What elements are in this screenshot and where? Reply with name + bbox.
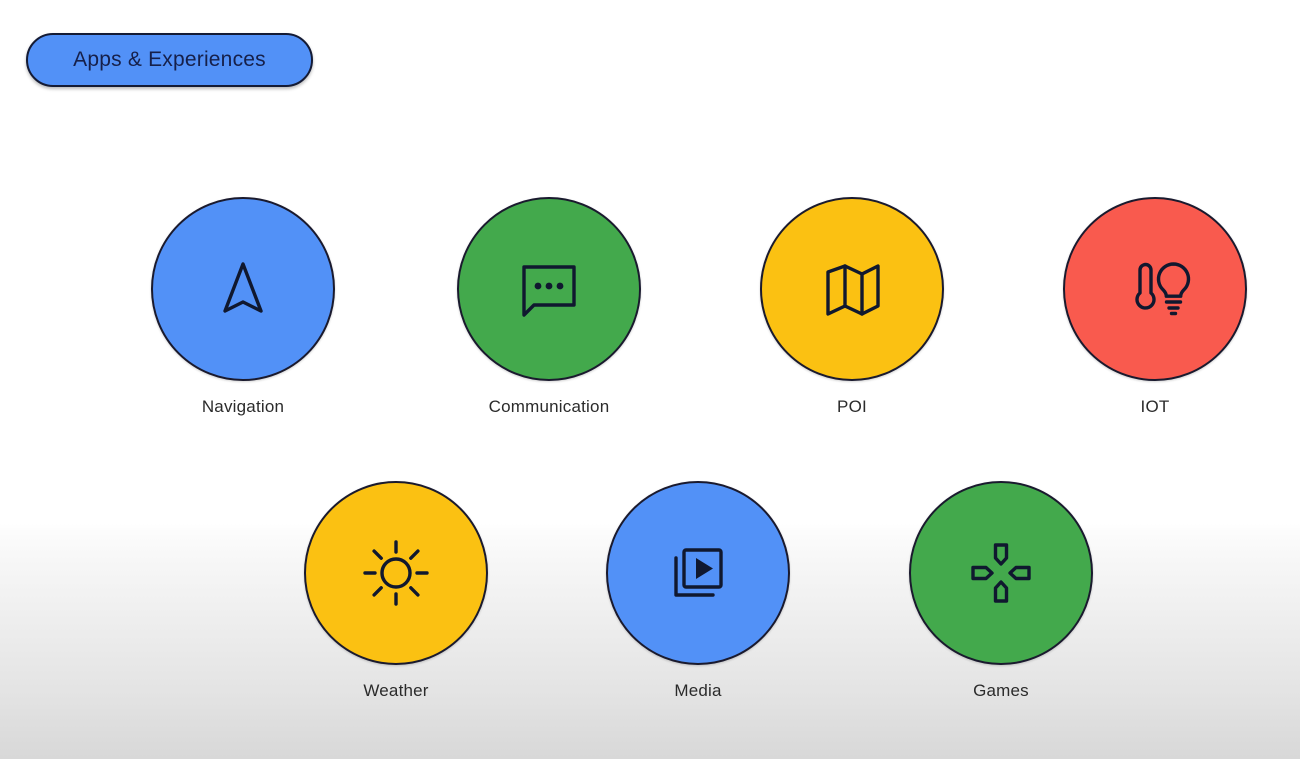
title-chip-label: Apps & Experiences	[73, 48, 266, 71]
tile-games[interactable]: Games	[886, 481, 1116, 701]
tile-label-navigation: Navigation	[201, 397, 285, 416]
tile-label-iot: IOT	[1140, 397, 1170, 416]
dpad-icon	[971, 543, 1031, 603]
tile-weather[interactable]: Weather	[281, 481, 511, 701]
tile-label-communication: Communication	[488, 397, 610, 416]
tile-navigation[interactable]: Navigation	[128, 197, 358, 417]
media-play-stack-icon	[674, 548, 723, 597]
tile-communication[interactable]: Communication	[434, 197, 664, 417]
chat-bubble-dots-icon	[522, 265, 576, 317]
title-chip[interactable]: Apps & Experiences	[26, 33, 313, 87]
tile-circle-media[interactable]	[606, 481, 790, 665]
tile-media[interactable]: Media	[583, 481, 813, 701]
tile-circle-poi[interactable]	[760, 197, 944, 381]
thermometer-bulb-icon	[1135, 262, 1191, 316]
tile-label-games: Games	[973, 681, 1029, 700]
tile-circle-iot[interactable]	[1063, 197, 1247, 381]
tile-label-poi: POI	[837, 397, 867, 416]
tile-circle-games[interactable]	[909, 481, 1093, 665]
tile-circle-navigation[interactable]	[151, 197, 335, 381]
tile-label-media: Media	[674, 681, 722, 700]
sun-icon	[363, 540, 429, 606]
tile-circle-weather[interactable]	[304, 481, 488, 665]
tile-poi[interactable]: POI	[737, 197, 967, 417]
folded-map-icon	[826, 264, 880, 316]
tile-iot[interactable]: IOT	[1040, 197, 1270, 417]
navigation-arrow-icon	[223, 262, 263, 313]
tile-label-weather: Weather	[363, 681, 429, 700]
tile-circle-communication[interactable]	[457, 197, 641, 381]
